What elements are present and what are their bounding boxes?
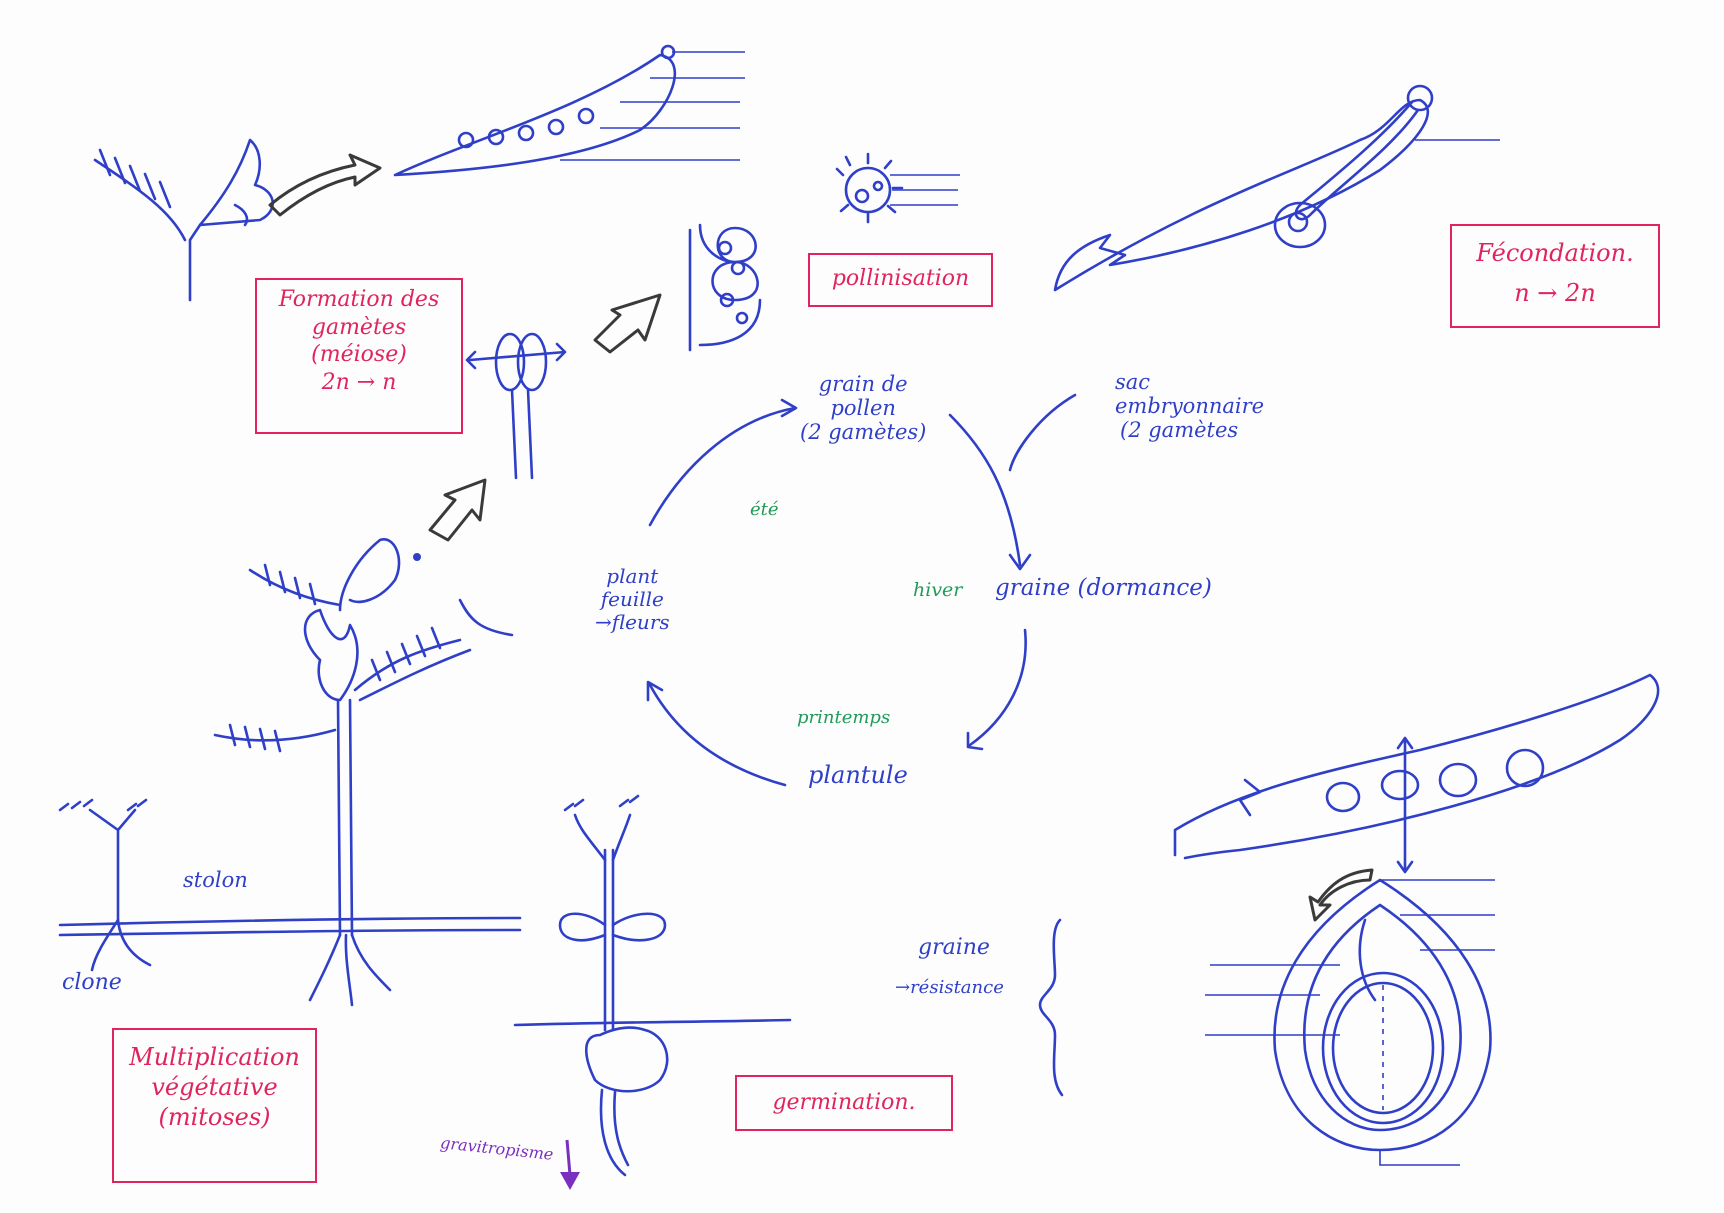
- pollen-grain-sketch: [835, 152, 960, 224]
- grain-pollen-line-2: pollen: [830, 396, 896, 421]
- sac-line-3: (2 gamètes: [1120, 418, 1239, 443]
- germination-label: germination.: [772, 1090, 916, 1115]
- formation-line-1: Formation des: [278, 287, 440, 312]
- graine-dormance-label: graine (dormance): [995, 575, 1212, 601]
- stamen-sketch: [465, 332, 567, 480]
- fecondation-line-1: Fécondation.: [1476, 239, 1634, 267]
- plantule-label: plantule: [808, 761, 908, 789]
- multiplication-line-2: végétative: [151, 1073, 278, 1101]
- plant-line-1: plant: [606, 564, 659, 588]
- fecondation-sketch: [1053, 84, 1500, 292]
- ete-label: été: [750, 499, 779, 520]
- bottom-pod-sketch: [1173, 673, 1660, 874]
- germination-box: germination.: [735, 1075, 953, 1131]
- graine-brace: [1038, 918, 1064, 1097]
- formation-line-4: 2n → n: [321, 369, 397, 395]
- clone-label: clone: [62, 970, 122, 995]
- pod-ovules-sketch: [393, 44, 745, 177]
- fecondation-box: Fécondation. n → 2n: [1450, 224, 1660, 328]
- hiver-label: hiver: [913, 579, 963, 601]
- plant-label: plant feuille →fleurs: [595, 565, 670, 634]
- grain-de-pollen-label: grain de pollen (2 gamètes): [800, 372, 926, 444]
- plant-line-2: feuille: [600, 587, 664, 611]
- sac-line-2: embryonnaire: [1115, 394, 1265, 419]
- fecondation-line-2: n → 2n: [1514, 279, 1596, 307]
- arrow-to-pod: [268, 153, 382, 217]
- seed-section-sketch: [1205, 878, 1495, 1166]
- pollinisation-label: pollinisation: [831, 266, 970, 291]
- formation-line-3: (méiose): [311, 342, 407, 367]
- flower-shoot-sketch: [93, 138, 274, 302]
- formation-line-2: gamètes: [311, 314, 407, 340]
- arrow-up-stamen: [428, 478, 487, 542]
- stolon-label: stolon: [183, 868, 248, 892]
- resistance-label: →résistance: [895, 977, 1004, 998]
- printemps-label: printemps: [797, 707, 891, 728]
- life-cycle-arrows: [646, 393, 1077, 787]
- anther-sketch: [688, 223, 762, 352]
- formation-gametes-box: Formation des gamètes (méiose) 2n → n: [255, 278, 463, 434]
- multiplication-line-1: Multiplication: [129, 1043, 300, 1071]
- gravitropisme-arrowhead: [560, 1172, 580, 1190]
- sac-embryonnaire-label: sac embryonnaire (2 gamètes: [1105, 370, 1264, 442]
- multiplication-vegetative-box: Multiplication végétative (mitoses): [112, 1028, 317, 1183]
- graine-label: graine: [918, 935, 990, 960]
- grain-pollen-line-1: grain de: [818, 372, 908, 396]
- arrow-pod-to-seed: [1308, 868, 1374, 922]
- sac-line-1: sac: [1115, 370, 1151, 394]
- plant-line-3: →fleurs: [595, 610, 670, 634]
- gravitropisme-arrow: [565, 1139, 572, 1176]
- mature-plant-sketch: [58, 538, 522, 1007]
- arrow-to-anther: [593, 293, 662, 354]
- multiplication-line-3: (mitoses): [158, 1103, 271, 1131]
- grain-pollen-line-3: (2 gamètes): [800, 420, 927, 445]
- seedling-sketch: [513, 794, 792, 1177]
- pollinisation-box: pollinisation: [808, 253, 993, 307]
